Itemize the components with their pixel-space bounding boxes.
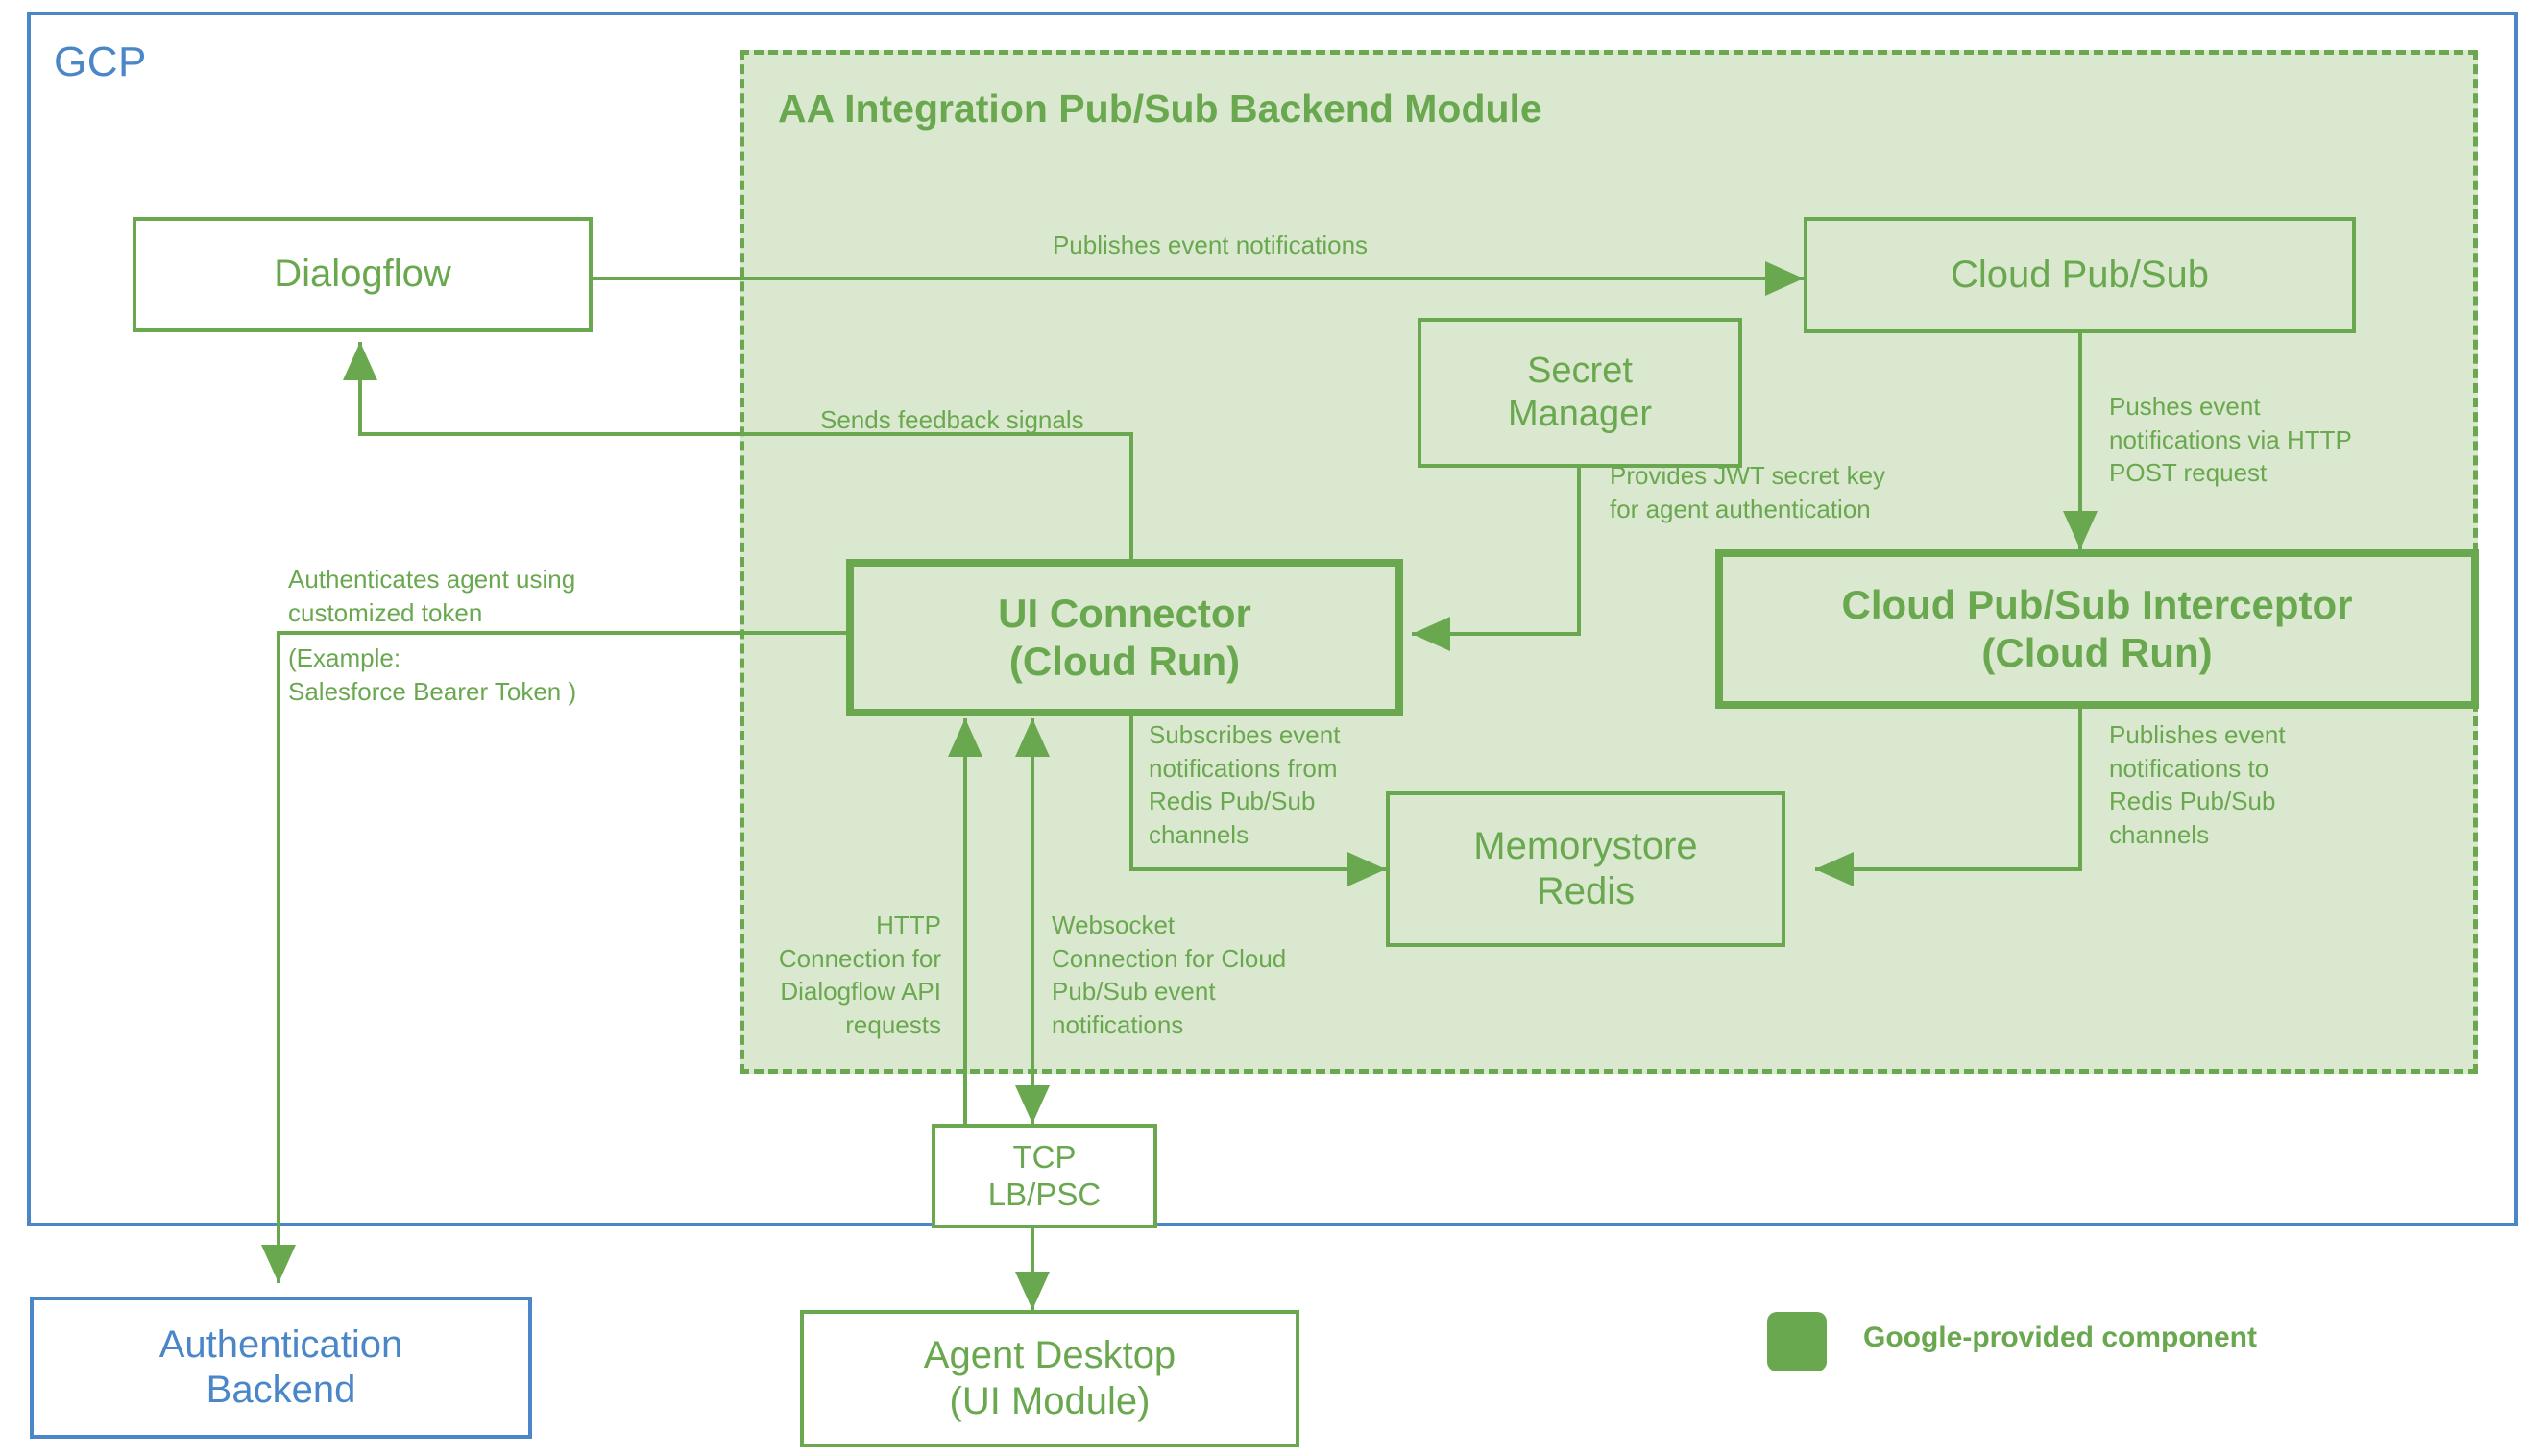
edge-label-authenticates-example: (Example: Salesforce Bearer Token ) xyxy=(288,643,577,706)
edge-label-authenticates-agent: Authenticates agent using customized tok… xyxy=(288,565,576,627)
legend-label-google-component: Google-provided component xyxy=(1863,1322,2257,1353)
node-ui-connector[interactable]: UI Connector (Cloud Run) xyxy=(846,559,1403,716)
pubsub-backend-module-title: AA Integration Pub/Sub Backend Module xyxy=(778,86,1542,131)
edge-label-sends-feedback-signals: Sends feedback signals xyxy=(820,405,1084,434)
node-secret-manager[interactable]: Secret Manager xyxy=(1418,318,1742,468)
legend-swatch-google-component xyxy=(1767,1312,1827,1371)
node-authentication-backend[interactable]: Authentication Backend xyxy=(30,1297,532,1439)
node-cloud-pubsub[interactable]: Cloud Pub/Sub xyxy=(1804,217,2356,333)
edge-label-publishes-to-redis-channels: Publishes event notifications to Redis P… xyxy=(2109,720,2286,849)
edge-label-subscribes-from-redis-channels: Subscribes event notifications from Redi… xyxy=(1149,720,1341,849)
edge-label-pushes-event-http-post: Pushes event notifications via HTTP POST… xyxy=(2109,392,2352,488)
node-memorystore-redis[interactable]: Memorystore Redis xyxy=(1386,791,1785,947)
edge-label-provides-jwt-secret: Provides JWT secret key for agent authen… xyxy=(1610,461,1886,523)
edge-label-websocket-pubsub-notifications: Websocket Connection for Cloud Pub/Sub e… xyxy=(1052,910,1287,1039)
gcp-boundary-label: GCP xyxy=(54,38,147,85)
edge-label-http-dialogflow-requests: HTTP Connection for Dialogflow API reque… xyxy=(778,910,941,1039)
node-agent-desktop[interactable]: Agent Desktop (UI Module) xyxy=(800,1310,1299,1447)
edge-label-publishes-event-notifications: Publishes event notifications xyxy=(1052,231,1369,259)
node-tcp-lb-psc[interactable]: TCP LB/PSC xyxy=(932,1124,1157,1228)
gcp-boundary-box xyxy=(27,12,2518,1226)
node-dialogflow[interactable]: Dialogflow xyxy=(133,217,593,332)
node-cloud-pubsub-interceptor[interactable]: Cloud Pub/Sub Interceptor (Cloud Run) xyxy=(1715,549,2479,709)
